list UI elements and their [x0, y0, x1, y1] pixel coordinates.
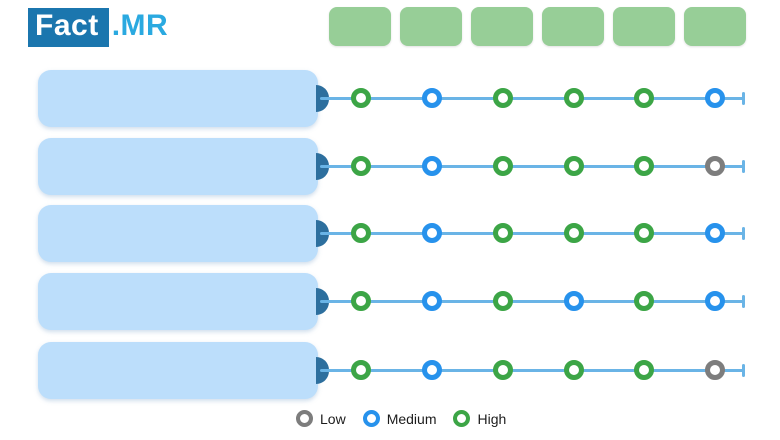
legend-item-high: High: [453, 410, 506, 427]
row-label-box: [38, 342, 318, 399]
rating-dot-high: [351, 156, 371, 176]
column-header-box: [542, 7, 604, 46]
row-label-box: [38, 138, 318, 195]
row-track-line: [320, 97, 744, 100]
rating-dot-high: [564, 223, 584, 243]
matrix-row: [0, 273, 780, 330]
row-label-box: [38, 205, 318, 262]
rating-dot-high: [493, 360, 513, 380]
rating-dot-medium: [422, 156, 442, 176]
row-end-tick: [742, 92, 745, 105]
brand-logo: Fact .MR: [28, 8, 168, 47]
rating-dot-high: [493, 156, 513, 176]
rating-dot-high: [634, 156, 654, 176]
row-label-box: [38, 70, 318, 127]
legend-high-ring-icon: [453, 410, 471, 427]
rating-dot-high: [634, 291, 654, 311]
column-header-box: [471, 7, 533, 46]
rating-dot-high: [634, 88, 654, 108]
rating-dot-high: [634, 360, 654, 380]
legend-label: Medium: [386, 410, 437, 427]
rating-dot-high: [493, 291, 513, 311]
rating-dot-medium: [705, 223, 725, 243]
rating-dot-high: [564, 156, 584, 176]
rating-dot-low: [705, 156, 725, 176]
row-track-line: [320, 232, 744, 235]
legend-item-medium: Medium: [362, 410, 437, 427]
legend-low-ring-icon: [296, 410, 313, 427]
brand-logo-suffix: .MR: [111, 9, 169, 42]
row-track-line: [320, 369, 744, 372]
legend-medium-ring-icon: [362, 410, 380, 427]
matrix-row: [0, 70, 780, 127]
rating-dot-medium: [422, 88, 442, 108]
row-end-tick: [742, 160, 745, 173]
row-track-line: [320, 300, 744, 303]
row-end-tick: [742, 227, 745, 240]
column-header-box: [684, 7, 746, 46]
brand-logo-primary: Fact: [28, 8, 109, 47]
rating-dot-medium: [705, 291, 725, 311]
rating-dot-medium: [705, 88, 725, 108]
rating-dot-high: [351, 360, 371, 380]
row-end-tick: [742, 364, 745, 377]
row-label-box: [38, 273, 318, 330]
legend: Low Medium High: [296, 410, 506, 427]
rating-dot-high: [493, 88, 513, 108]
row-end-tick: [742, 295, 745, 308]
rating-dot-high: [351, 88, 371, 108]
column-header-box: [329, 7, 391, 46]
legend-item-low: Low: [296, 410, 346, 427]
matrix-row: [0, 138, 780, 195]
column-headers: [329, 7, 746, 46]
rating-dot-medium: [422, 360, 442, 380]
rating-dot-high: [493, 223, 513, 243]
legend-label: High: [477, 410, 507, 427]
matrix-row: [0, 342, 780, 399]
legend-label: Low: [320, 410, 346, 427]
column-header-box: [613, 7, 675, 46]
rating-dot-low: [705, 360, 725, 380]
rating-dot-high: [564, 88, 584, 108]
matrix-row: [0, 205, 780, 262]
rating-dot-medium: [422, 291, 442, 311]
rating-dot-medium: [422, 223, 442, 243]
rating-dot-high: [564, 360, 584, 380]
rating-dot-medium: [564, 291, 584, 311]
column-header-box: [400, 7, 462, 46]
rating-dot-high: [634, 223, 654, 243]
row-track-line: [320, 165, 744, 168]
rating-dot-high: [351, 223, 371, 243]
rating-dot-high: [351, 291, 371, 311]
